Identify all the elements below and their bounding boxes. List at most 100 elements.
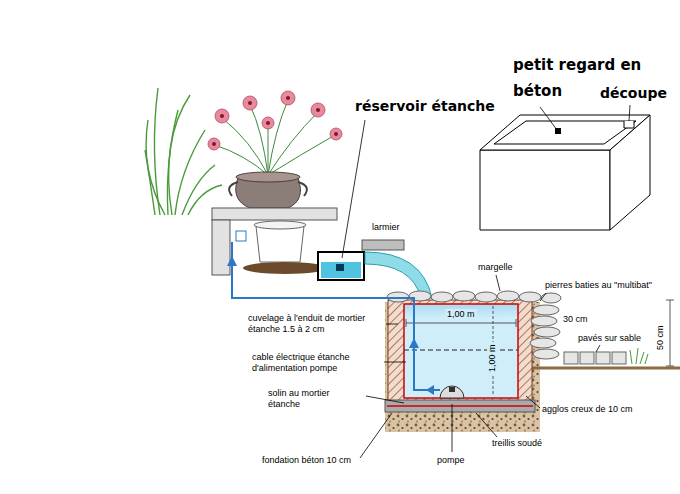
flowers <box>215 100 335 175</box>
flow-arrow <box>409 338 419 348</box>
reservoir <box>336 264 344 271</box>
flowers <box>316 108 320 112</box>
grass <box>169 95 190 215</box>
concrete-box <box>480 115 650 230</box>
basin <box>404 304 518 398</box>
reservoir <box>321 262 361 278</box>
leader-line <box>540 107 557 130</box>
flower-pot <box>229 182 238 196</box>
leader-line <box>596 345 600 352</box>
shelf <box>212 220 230 275</box>
flow-arrow <box>227 256 434 395</box>
stones <box>580 352 594 364</box>
leader-line <box>540 293 546 301</box>
grass <box>145 88 222 215</box>
stones <box>387 291 626 364</box>
dimension-lines <box>406 300 674 396</box>
flowers <box>330 128 342 140</box>
part-label: pompe <box>437 455 465 466</box>
basin <box>440 386 464 398</box>
reservoir <box>318 252 364 280</box>
pump-box <box>236 231 246 241</box>
concrete-box <box>480 150 610 230</box>
lawn <box>630 350 632 364</box>
leader-line <box>452 404 453 452</box>
flower-pot <box>236 172 300 182</box>
ground-gravel <box>530 367 680 370</box>
pump-box <box>236 221 327 274</box>
stones <box>519 292 541 302</box>
flower-pot <box>229 172 307 208</box>
stones <box>531 316 557 326</box>
lawn <box>630 348 648 364</box>
leader-line <box>386 324 398 325</box>
dimension-lines <box>516 319 517 327</box>
lawn <box>645 354 648 364</box>
part-label: agglos creux de 10 cm <box>542 404 633 415</box>
part-title: réservoir étanche <box>355 98 495 115</box>
stones <box>533 349 559 359</box>
flower-pot <box>298 182 307 196</box>
part-title: découpe <box>600 85 667 102</box>
flowers <box>220 114 224 118</box>
stones <box>612 352 626 364</box>
flowers <box>248 101 252 105</box>
flowers <box>268 100 288 175</box>
part-label: solin au mortier étanche <box>268 388 364 410</box>
flowers <box>208 91 342 175</box>
dimension-label: 1,00 m <box>487 342 498 374</box>
dimension-lines <box>406 323 516 324</box>
stones <box>431 292 453 302</box>
leader-line <box>526 396 540 408</box>
flowers <box>215 109 229 123</box>
grass <box>146 120 165 215</box>
stones <box>409 291 431 301</box>
part-label: fondation béton 10 cm <box>262 455 351 466</box>
grass <box>145 150 155 215</box>
dimension-label: 1,00 m <box>445 309 477 320</box>
basin <box>385 300 535 412</box>
leader-line <box>360 413 392 458</box>
stones <box>475 292 497 302</box>
part-label: pavés sur sable <box>578 333 641 344</box>
flowers <box>268 135 335 175</box>
pump-box <box>243 262 327 274</box>
grass <box>175 130 205 215</box>
concrete-box <box>624 121 634 128</box>
part-label: treillis soudé <box>492 438 542 449</box>
water-pipe <box>232 242 440 390</box>
larmier-spout <box>362 240 432 298</box>
dimension-label: 30 cm <box>563 314 588 325</box>
part-label: pierres baties au "multibat" <box>545 280 652 291</box>
stones <box>533 305 559 315</box>
part-label: cable électrique étanche d'alimentation … <box>252 352 382 374</box>
basin <box>388 300 532 402</box>
dimension-lines <box>670 300 671 366</box>
dimension-label: 50 cm <box>655 325 666 350</box>
leader-line <box>342 120 365 258</box>
flowers <box>286 96 290 100</box>
leader-line <box>366 396 404 403</box>
part-label: cuvelage à l'enduit de mortier étanche 1… <box>248 313 384 335</box>
pump-box <box>254 221 306 229</box>
flowers <box>222 118 268 175</box>
basin <box>385 400 535 412</box>
flowers <box>311 103 325 117</box>
flowers <box>208 91 342 150</box>
flow-arrow <box>227 256 237 266</box>
dimension-lines <box>666 366 674 367</box>
leader-line <box>384 362 406 363</box>
flowers <box>250 105 268 175</box>
flowers <box>208 138 220 150</box>
larmier-spout <box>362 240 404 250</box>
dimension-lines <box>406 319 407 327</box>
flow-arrow <box>426 385 434 395</box>
flowers <box>212 142 216 146</box>
ground-gravel <box>385 302 540 432</box>
lawn <box>636 348 638 364</box>
flowers <box>243 96 257 110</box>
stones <box>530 338 556 348</box>
part-label: larmier <box>372 222 400 233</box>
flowers <box>212 96 338 146</box>
